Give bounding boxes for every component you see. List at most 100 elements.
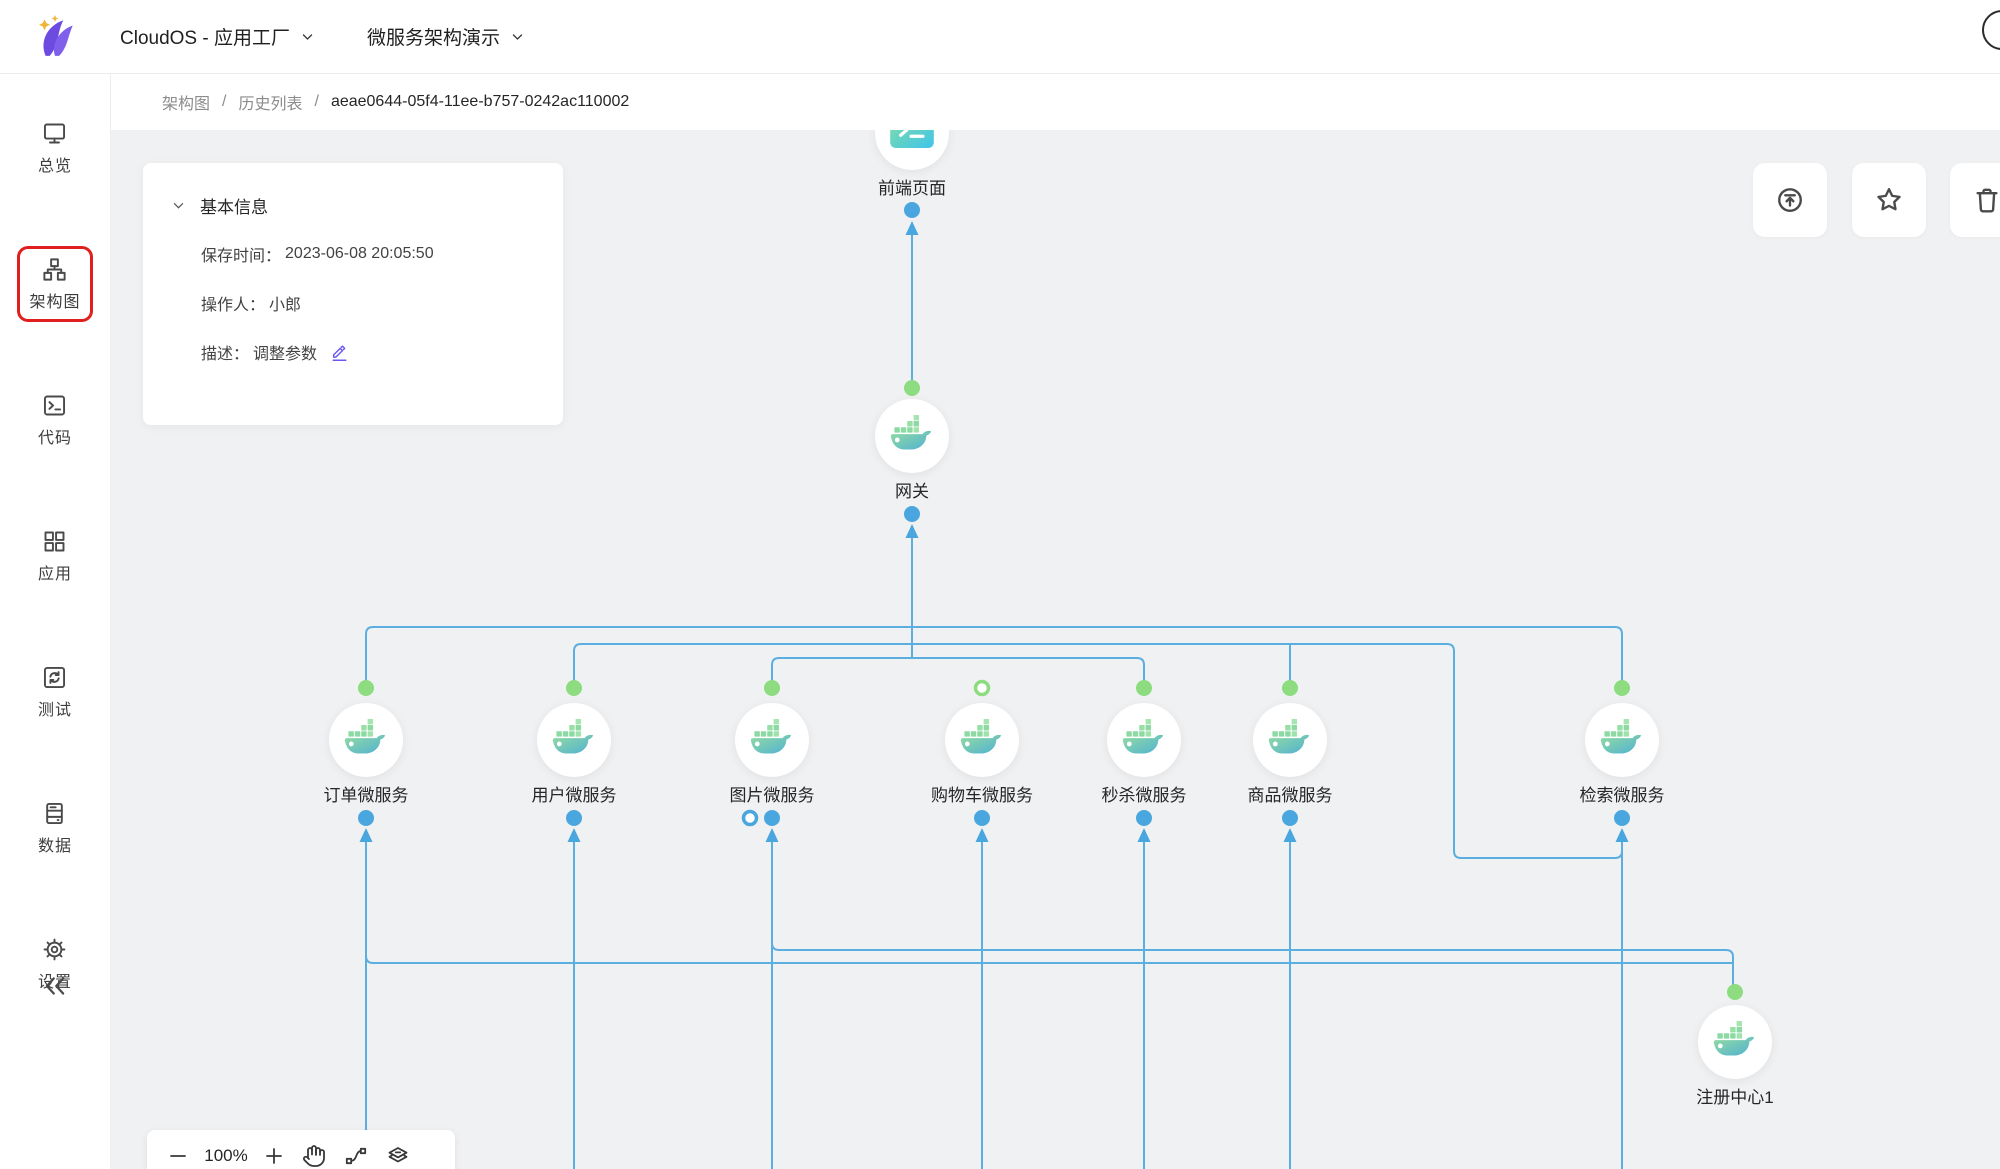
sidebar-item-label: 架构图	[29, 294, 81, 311]
hand-icon	[302, 1144, 326, 1168]
edge-arrowhead	[1283, 828, 1297, 842]
edge-rail-a-order-search	[365, 626, 1623, 683]
double-chevron-left-icon	[45, 977, 65, 995]
green-port[interactable]	[1614, 680, 1630, 696]
docker-whale-icon	[1120, 718, 1168, 763]
grid-icon	[41, 528, 68, 555]
chevron-down-icon	[302, 34, 313, 40]
node-search[interactable]	[1585, 703, 1659, 777]
blue-port[interactable]	[904, 202, 920, 218]
node-label-registry: 注册中心1	[1696, 1088, 1774, 1107]
breadcrumb-item[interactable]: 架构图	[162, 95, 211, 113]
docker-whale-icon	[1711, 1020, 1759, 1065]
node-user[interactable]	[537, 703, 611, 777]
node-label-image: 图片微服务	[729, 786, 815, 805]
layers-tool-button[interactable]	[381, 1139, 415, 1169]
sidebar-item-overview[interactable]: 总览	[29, 113, 81, 183]
info-field-label: 操作人：	[201, 297, 266, 314]
sidebar-item-code[interactable]: 代码	[29, 385, 81, 455]
blue-port[interactable]	[974, 810, 990, 826]
edge-arrowhead	[359, 828, 373, 842]
blue-port[interactable]	[566, 810, 582, 826]
blue-port[interactable]	[1136, 810, 1152, 826]
trash-icon	[1972, 185, 2000, 215]
publish-button[interactable]	[1753, 163, 1827, 237]
node-seckill[interactable]	[1107, 703, 1181, 777]
blue-port[interactable]	[1282, 810, 1298, 826]
blue-port[interactable]	[904, 506, 920, 522]
blue-port[interactable]	[358, 810, 374, 826]
node-image[interactable]	[735, 703, 809, 777]
sitemap-icon	[41, 256, 68, 283]
zoom-toolbar: 100%	[147, 1130, 455, 1169]
node-label-frontend: 前端页面	[878, 179, 946, 198]
sidebar-item-test[interactable]: 测试	[29, 657, 81, 727]
sidebar-item-data[interactable]: 数据	[29, 793, 81, 863]
delete-button[interactable]	[1950, 163, 2000, 237]
pan-tool-button[interactable]	[297, 1139, 331, 1169]
sidebar-collapse-button[interactable]	[0, 971, 110, 1001]
node-product[interactable]	[1253, 703, 1327, 777]
green-port[interactable]	[904, 380, 920, 396]
pencil-icon[interactable]	[330, 343, 349, 362]
info-field-row: 保存时间：2023-06-08 20:05:50	[201, 242, 535, 266]
info-field-row: 描述：调整参数	[201, 340, 535, 364]
node-label-search: 检索微服务	[1579, 786, 1665, 805]
green-hollow-port[interactable]	[973, 679, 991, 697]
edge-arrowhead	[765, 828, 779, 842]
green-port[interactable]	[566, 680, 582, 696]
app-header: CloudOS - 应用工厂 微服务架构演示	[0, 0, 2000, 74]
layers-icon	[386, 1144, 410, 1168]
info-field-label: 描述：	[201, 346, 250, 363]
green-port[interactable]	[1282, 680, 1298, 696]
workspace-switcher[interactable]: CloudOS - 应用工厂	[120, 23, 315, 50]
node-label-order: 订单微服务	[323, 786, 409, 805]
star-icon	[1874, 185, 1904, 215]
node-registry[interactable]	[1698, 1005, 1772, 1079]
breadcrumb-item: aeae0644-05f4-11ee-b757-0242ac110002	[330, 92, 630, 110]
green-port[interactable]	[1136, 680, 1152, 696]
zoom-in-button[interactable]	[257, 1139, 291, 1169]
zoom-out-button[interactable]	[161, 1139, 195, 1169]
blue-port[interactable]	[764, 810, 780, 826]
loop-icon	[41, 664, 68, 691]
edge-arrowhead	[905, 221, 919, 235]
edge-style-tool-button[interactable]	[339, 1139, 373, 1169]
cloudos-logo-icon[interactable]	[32, 14, 78, 60]
project-title: 微服务架构演示	[366, 28, 500, 49]
avatar[interactable]	[1982, 10, 2000, 50]
edge-arrowhead	[1137, 828, 1151, 842]
node-cart[interactable]	[945, 703, 1019, 777]
favorite-button[interactable]	[1852, 163, 1926, 237]
chevron-down-icon	[512, 34, 523, 40]
terminal-icon	[41, 392, 68, 419]
zoom-level[interactable]: 100%	[204, 1146, 248, 1165]
docker-whale-icon	[748, 718, 796, 763]
workspace-title: CloudOS - 应用工厂	[120, 28, 290, 49]
breadcrumb-bar: 架构图/历史列表/aeae0644-05f4-11ee-b757-0242ac1…	[110, 73, 2000, 130]
blue-port[interactable]	[1614, 810, 1630, 826]
edge-rail-c-image-seckill	[771, 657, 1145, 683]
upload-circle-icon	[1775, 185, 1805, 215]
breadcrumb-item[interactable]: 历史列表	[238, 95, 303, 113]
gear-icon	[41, 936, 68, 963]
blue-hollow-port[interactable]	[741, 809, 759, 827]
node-gateway[interactable]	[875, 399, 949, 473]
collapse-chevron-icon[interactable]	[171, 198, 186, 213]
sidebar-item-label: 应用	[37, 566, 72, 583]
docker-whale-icon	[550, 718, 598, 763]
sidebar-item-apps[interactable]: 应用	[29, 521, 81, 591]
node-label-gateway: 网关	[895, 482, 929, 501]
sidebar-item-architecture[interactable]: 架构图	[20, 249, 89, 319]
green-port[interactable]	[764, 680, 780, 696]
green-port[interactable]	[358, 680, 374, 696]
node-order[interactable]	[329, 703, 403, 777]
minus-icon	[170, 1155, 186, 1157]
green-port[interactable]	[1727, 984, 1743, 1000]
node-label-cart: 购物车微服务	[931, 786, 1033, 805]
sidebar-item-label: 代码	[37, 430, 72, 447]
project-switcher[interactable]: 微服务架构演示	[367, 23, 525, 50]
breadcrumb-separator: /	[222, 92, 227, 110]
